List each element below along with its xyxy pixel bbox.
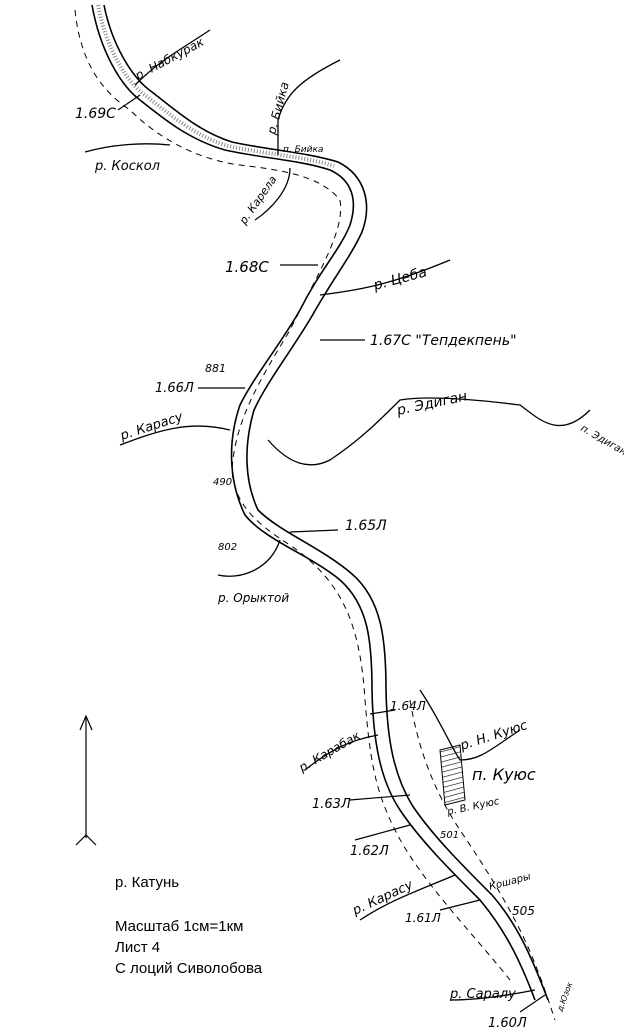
label-km167: 1.67С "Тепдекпень" — [370, 333, 517, 349]
river-shoal — [96, 4, 335, 168]
koskol-river — [84, 143, 171, 153]
km161-leader — [439, 899, 481, 911]
biyka-river-line — [277, 59, 341, 155]
label-tseba: р. Цеба — [371, 264, 429, 294]
label-km165: 1.65Л — [345, 518, 387, 534]
label-n-kuyus: р. Н. Куюс — [458, 718, 530, 754]
km165-leader — [289, 529, 339, 533]
label-koskol: р. Коскол — [94, 159, 160, 174]
karela-river — [254, 167, 291, 221]
km160-leader — [519, 994, 546, 1013]
label-height881: 881 — [205, 362, 226, 375]
label-height505: 505 — [512, 904, 535, 918]
edigan-river — [267, 397, 591, 466]
label-km168: 1.68С — [225, 258, 269, 276]
legend-scale: Масштаб 1см=1км — [115, 918, 244, 935]
saralu-river — [449, 989, 536, 1001]
label-km162: 1.62Л — [350, 844, 389, 859]
road-right — [409, 699, 556, 1021]
label-nabkurak: р. Набкурак — [132, 34, 207, 83]
orktoy-river — [217, 539, 281, 577]
label-height490: 490 — [213, 477, 232, 488]
label-small-note: д.Юзок — [555, 981, 574, 1014]
label-height802: 802 — [218, 542, 237, 553]
north-arrow-icon — [75, 714, 97, 846]
legend-source: С лоций Сиволобова — [115, 960, 263, 977]
label-karasu1: р. Карасу — [118, 409, 185, 444]
label-height501: 501 — [440, 830, 459, 841]
label-biyka-village: п. Бийка — [283, 145, 323, 155]
river-left-bank — [91, 4, 536, 1001]
karasu2-river — [359, 874, 456, 921]
label-km160: 1.60Л — [488, 1016, 527, 1031]
label-kuyus-village: п. Куюс — [472, 765, 536, 784]
label-edigan-village: п. Эдиган — [579, 423, 624, 458]
km163-leader — [349, 794, 411, 801]
kuyus-lake — [439, 744, 466, 806]
label-km164: 1.64Л — [390, 699, 426, 713]
label-km163: 1.63Л — [312, 797, 351, 812]
label-karela: р. Карела — [236, 173, 280, 227]
tseba-river — [319, 259, 451, 296]
nabkurak-river — [134, 29, 211, 86]
km164-leader — [369, 709, 396, 715]
label-biyka-river: р. Бийка — [264, 80, 292, 136]
legend-river: р. Катунь — [115, 874, 180, 891]
km162-leader — [354, 824, 411, 841]
label-edigan: р. Эдиган — [395, 388, 469, 419]
river-right-bank — [103, 4, 549, 1001]
label-saralu: р. Саралу — [449, 987, 516, 1002]
km169-leader — [117, 94, 141, 111]
road-left — [74, 9, 511, 981]
label-orktoy: р. Орыктой — [217, 591, 289, 605]
label-karabak: р. Карабак — [296, 728, 363, 775]
label-km169: 1.69С — [75, 106, 116, 122]
karabak-river — [304, 734, 379, 771]
label-koshary: Кошары — [488, 871, 532, 893]
label-km161: 1.61Л — [405, 911, 441, 925]
karasu1-river — [119, 425, 231, 446]
legend-sheet: Лист 4 — [115, 939, 161, 956]
label-km166: 1.66Л — [155, 381, 194, 396]
